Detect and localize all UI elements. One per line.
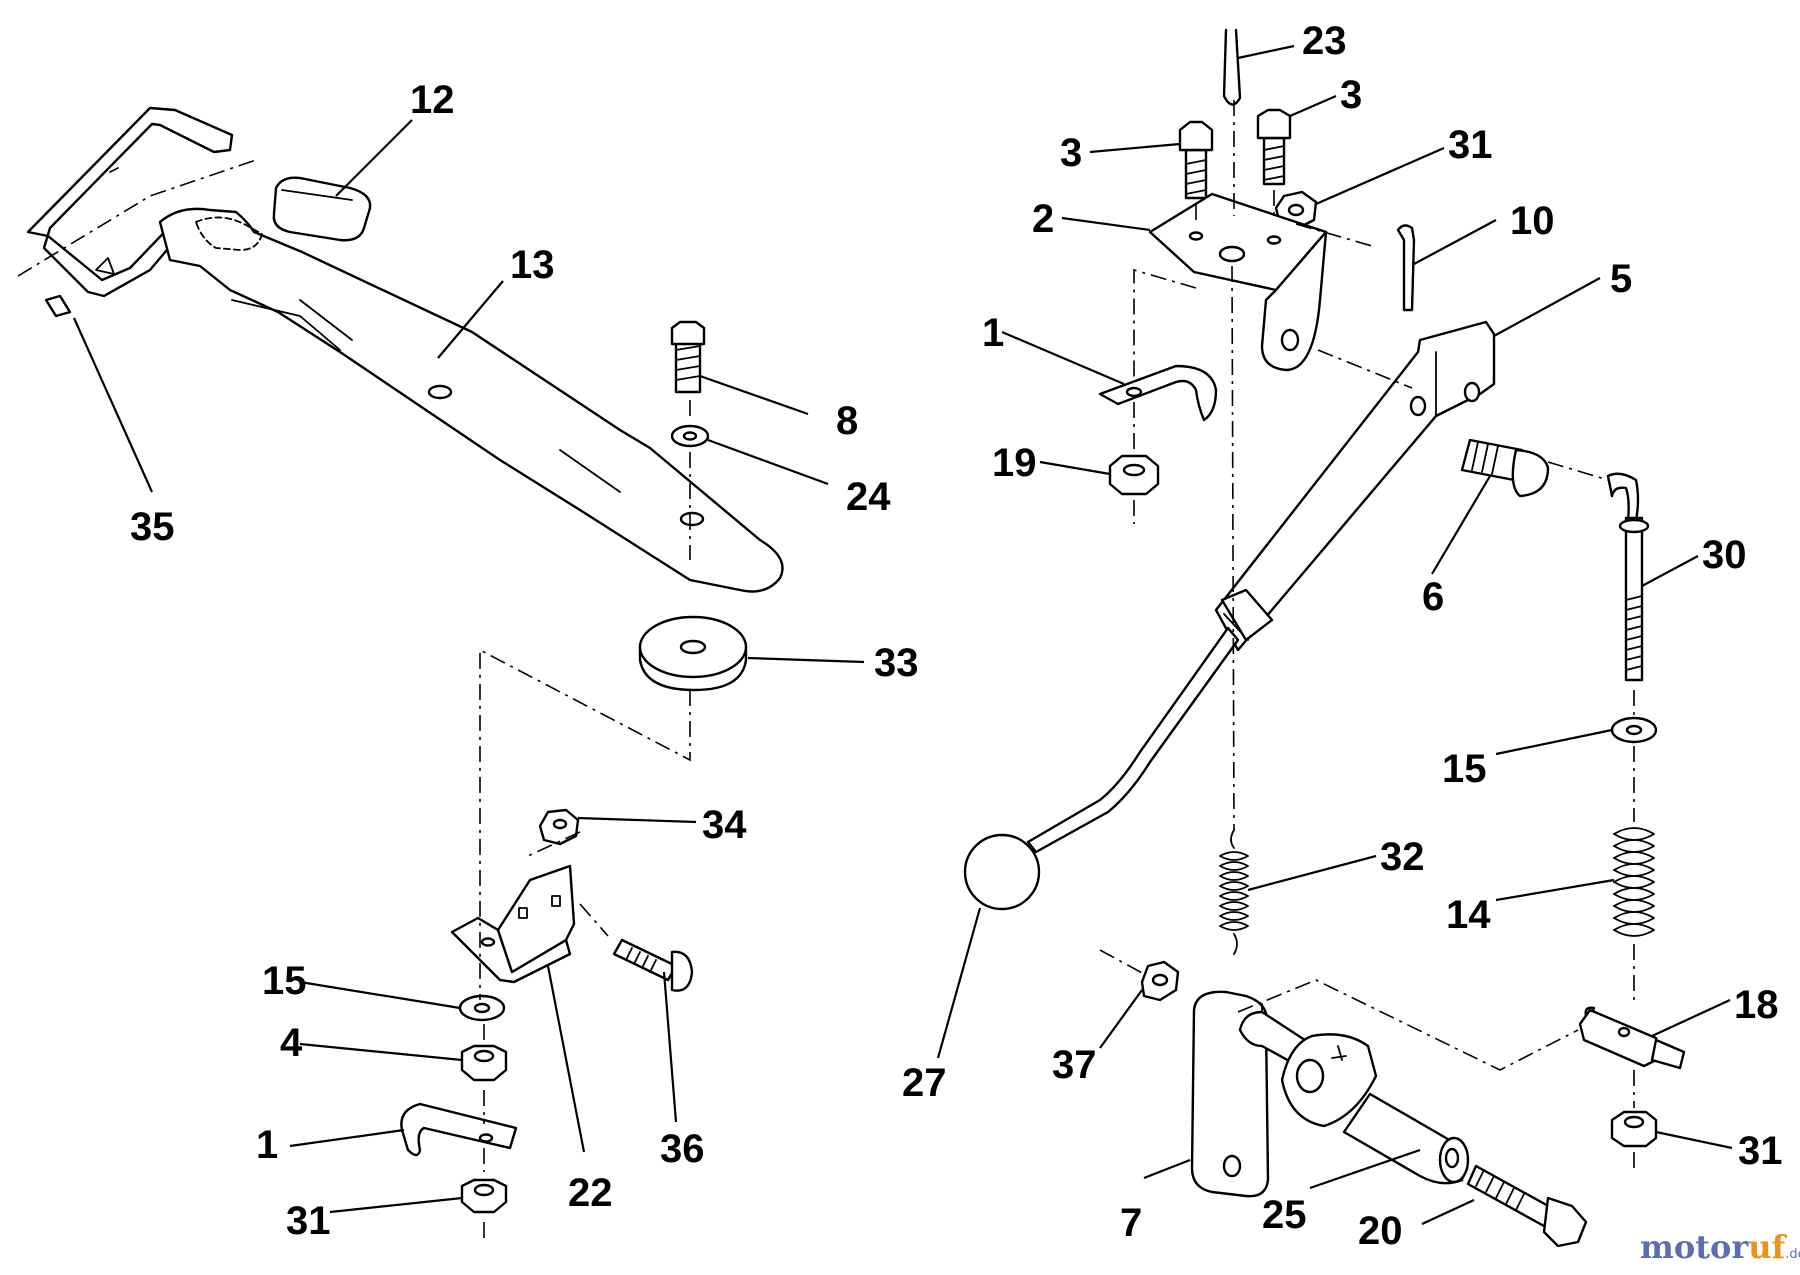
callout-36: 36 <box>660 1127 705 1171</box>
part-18-trunnion <box>1578 1006 1686 1070</box>
callout-3-right: 3 <box>1340 73 1362 117</box>
callout-4: 4 <box>280 1021 303 1065</box>
callout-1-right: 1 <box>982 311 1004 355</box>
callout-8: 8 <box>836 399 858 443</box>
assembly-lines-right <box>1099 100 1635 1170</box>
callout-20: 20 <box>1358 1209 1403 1253</box>
assembly-lines-left <box>17 159 691 1240</box>
part-36-bolt <box>612 938 694 992</box>
part-10-cotter-pin <box>1396 224 1416 312</box>
callout-31-top: 31 <box>1448 123 1493 167</box>
callout-34: 34 <box>702 803 747 847</box>
callout-25: 25 <box>1262 1193 1307 1237</box>
callout-5: 5 <box>1610 257 1632 301</box>
callout-33: 33 <box>874 641 919 685</box>
part-15-washer-left <box>458 994 506 1022</box>
watermark-brand-a: motor <box>1640 1228 1749 1266</box>
part-4-nut <box>460 1044 508 1082</box>
part-30-eyebolt <box>1606 472 1650 682</box>
callout-labels: 12 13 35 8 24 33 34 15 4 1 31 22 36 23 3… <box>130 19 1783 1253</box>
part-1-clip-left <box>400 1102 518 1157</box>
callout-22: 22 <box>568 1171 613 1215</box>
part-collar <box>1280 1033 1378 1128</box>
part-8-bolt <box>670 320 706 394</box>
watermark-brand-b: uf <box>1748 1228 1787 1266</box>
part-6-bolt <box>1460 438 1550 498</box>
part-2-bracket <box>1148 192 1328 372</box>
callout-35: 35 <box>130 505 175 549</box>
callout-19: 19 <box>992 441 1037 485</box>
part-34-nut <box>538 808 580 846</box>
part-27-rod <box>1026 626 1240 854</box>
callout-2: 2 <box>1032 197 1054 241</box>
part-35-pin <box>44 294 72 318</box>
callout-31-bottom: 31 <box>1738 1129 1783 1173</box>
callout-31-left: 31 <box>286 1199 331 1243</box>
callout-15-left: 15 <box>262 959 307 1003</box>
callout-10: 10 <box>1510 199 1555 243</box>
part-33-washer <box>638 615 748 692</box>
watermark-suffix: .de <box>1785 1247 1800 1262</box>
watermark: motoruf.de <box>1640 1228 1800 1266</box>
callout-37: 37 <box>1052 1043 1097 1087</box>
part-20-bolt <box>1466 1164 1588 1248</box>
part-31-nut-bottom <box>1610 1110 1658 1148</box>
svg-text:motoruf.de: motoruf.de <box>1640 1228 1800 1266</box>
callout-23: 23 <box>1302 19 1347 63</box>
part-37-nut <box>1140 960 1180 1002</box>
part-32-spring <box>1219 829 1249 955</box>
callout-32: 32 <box>1380 835 1425 879</box>
part-14-spring <box>1613 827 1655 937</box>
callout-6: 6 <box>1422 575 1444 619</box>
callout-15-right: 15 <box>1442 747 1487 791</box>
callout-1-left: 1 <box>256 1123 278 1167</box>
part-25-spacer <box>1342 1092 1470 1185</box>
part-3-bolt-a <box>1178 120 1214 200</box>
part-13-lever <box>158 207 784 593</box>
part-5-lever <box>1214 320 1496 652</box>
callout-27: 27 <box>902 1061 947 1105</box>
callout-7: 7 <box>1120 1201 1142 1245</box>
part-1-clip-right <box>1098 364 1218 422</box>
callout-12: 12 <box>410 78 455 122</box>
callout-13: 13 <box>510 243 555 287</box>
callout-18: 18 <box>1734 983 1779 1027</box>
part-12-grip <box>272 176 372 242</box>
callout-24: 24 <box>846 475 891 519</box>
part-31-nut-left <box>460 1178 508 1214</box>
part-22-bracket <box>450 864 576 984</box>
callout-30: 30 <box>1702 533 1747 577</box>
callout-14: 14 <box>1446 893 1491 937</box>
part-23-cotter-pin <box>1222 28 1242 106</box>
part-3-bolt-b <box>1256 108 1292 186</box>
part-rod-frame <box>26 106 234 298</box>
part-27-knob <box>963 833 1041 911</box>
part-15-washer-right <box>1610 716 1658 744</box>
leader-lines <box>72 44 1733 1225</box>
part-24-washer <box>670 424 710 448</box>
part-19-nut <box>1108 454 1160 496</box>
callout-3-left: 3 <box>1060 131 1082 175</box>
